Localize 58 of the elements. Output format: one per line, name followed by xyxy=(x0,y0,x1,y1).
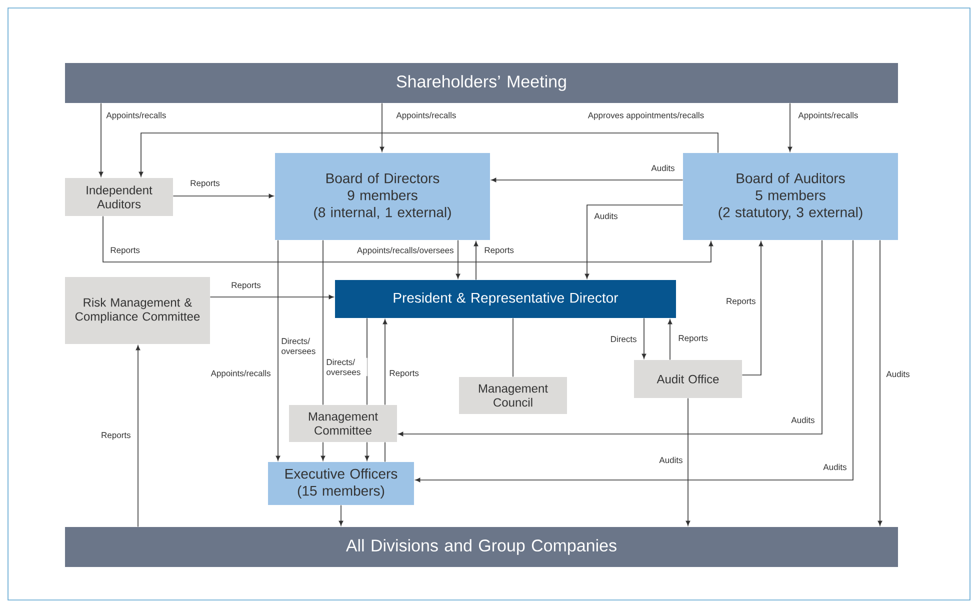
org-box: Board of Directors 9 members (8 internal, 1 external) xyxy=(275,153,490,240)
org-box: Board of Auditors 5 members (2 statutory, 3 external) xyxy=(683,153,898,240)
edge-label: Audits xyxy=(650,164,676,172)
arrow xyxy=(98,102,104,177)
org-box: Management Committee xyxy=(289,405,397,442)
arrow xyxy=(584,204,684,279)
org-box: Risk Management & Compliance Committee xyxy=(65,277,210,344)
arrow xyxy=(136,345,140,528)
arrow xyxy=(642,318,646,359)
arrow xyxy=(456,240,460,279)
edge-label: Appoints/recalls xyxy=(210,369,272,379)
org-box: President & Representative Director xyxy=(335,280,676,318)
org-box: Executive Officers (15 members) xyxy=(268,462,414,505)
arrow xyxy=(138,132,718,177)
footer-bar: All Divisions and Group Companies xyxy=(65,527,898,567)
edge-label: Reports xyxy=(230,281,262,291)
arrow xyxy=(742,241,764,376)
arrow xyxy=(686,398,690,526)
edge-label: Audits xyxy=(658,456,684,464)
arrow xyxy=(382,319,388,406)
arrow xyxy=(668,319,672,360)
edge-label: Reports xyxy=(483,246,515,256)
arrow xyxy=(338,504,344,526)
arrow xyxy=(320,442,326,461)
edge-label: Reports xyxy=(189,179,221,189)
arrow xyxy=(210,294,334,300)
arrow xyxy=(878,240,882,526)
arrow xyxy=(276,240,280,461)
org-box: Audit Office xyxy=(634,360,742,398)
arrow xyxy=(398,240,822,436)
edge-label: Audits xyxy=(593,212,619,220)
edge-label: Appoints/recalls xyxy=(105,111,168,121)
edge-label: Reports xyxy=(677,334,709,344)
org-box: Management Council xyxy=(459,377,567,414)
edge-label: Reports xyxy=(725,297,757,307)
edge-label: Approves appointments/recalls xyxy=(586,111,706,121)
edge-label: Appoints/recalls xyxy=(797,111,860,121)
edge-label: Directs/ oversees xyxy=(325,358,368,376)
arrow xyxy=(788,102,792,152)
edge-label: Reports xyxy=(109,246,141,256)
arrow xyxy=(491,178,684,182)
edge-label: Reports xyxy=(388,369,420,379)
org-box: Independent Auditors xyxy=(65,178,173,216)
arrow xyxy=(364,442,370,461)
arrow xyxy=(474,241,478,280)
edge-label: Audits xyxy=(790,416,816,424)
arrow xyxy=(415,240,854,482)
edge-label: Appoints/recalls/oversees xyxy=(356,246,455,256)
edge-label: Directs/ oversees xyxy=(280,336,322,356)
arrow xyxy=(172,194,274,198)
edge-label: Reports xyxy=(100,431,132,441)
edge-label: Directs xyxy=(609,334,638,344)
edge-label: Appoints/recalls xyxy=(395,111,458,121)
edge-label: Audits xyxy=(885,370,911,378)
header-bar: Shareholders’ Meeting xyxy=(65,63,898,103)
edge-label: Audits xyxy=(822,462,848,472)
arrow xyxy=(380,102,384,152)
arrow xyxy=(102,216,714,262)
